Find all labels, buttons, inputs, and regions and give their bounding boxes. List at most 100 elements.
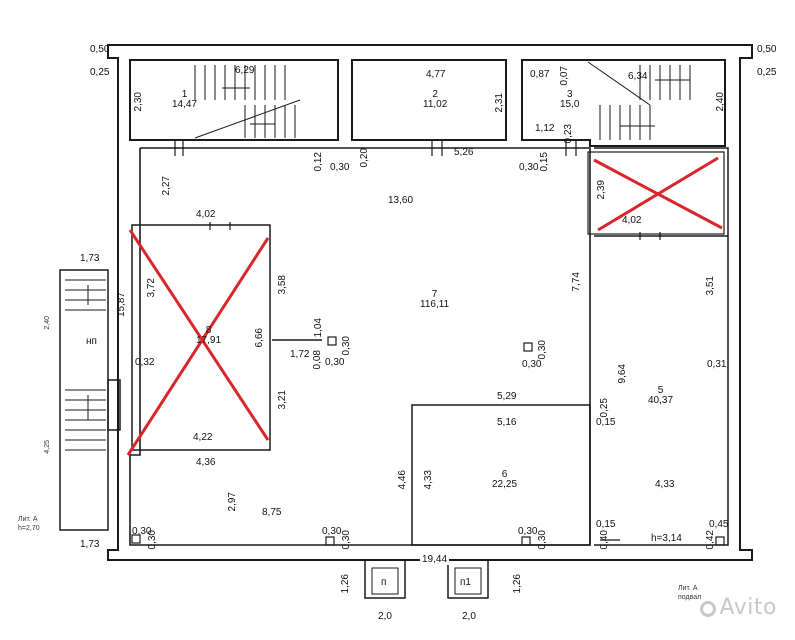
cross-line bbox=[128, 229, 270, 441]
dim-label: 6,34 bbox=[628, 71, 648, 82]
dim-label: 0,30 bbox=[147, 530, 158, 550]
avito-logo-icon bbox=[699, 601, 716, 617]
dim-label: 4,33 bbox=[423, 470, 434, 490]
dim-label: 7,74 bbox=[571, 272, 582, 292]
column bbox=[715, 536, 725, 546]
dim-label: 3,21 bbox=[277, 390, 288, 410]
dim-label: 0,25 bbox=[599, 398, 610, 418]
dim-label: h=3,14 bbox=[651, 533, 682, 544]
dim-label: 0,31 bbox=[707, 359, 727, 370]
room-2-outline bbox=[351, 59, 507, 141]
dim-label: 0,30 bbox=[519, 162, 539, 173]
dim-label: 15,87 bbox=[116, 292, 127, 318]
outer-wall bbox=[107, 44, 753, 561]
dim-label: 5,29 bbox=[497, 391, 517, 402]
dim-label: 0,87 bbox=[530, 69, 550, 80]
dim-label: 3,72 bbox=[146, 278, 157, 298]
dim-label: 2,40 bbox=[715, 92, 726, 112]
dim-label: 0,23 bbox=[563, 124, 574, 144]
column bbox=[523, 342, 533, 352]
dim-label: 0,45 bbox=[709, 519, 729, 530]
dim-label: 0,25 bbox=[757, 67, 777, 78]
dim-label: 8,75 bbox=[262, 507, 282, 518]
dim-label: 2,39 bbox=[596, 180, 607, 200]
dim-label: 2,97 bbox=[227, 492, 238, 512]
room-3-number: 3 bbox=[566, 89, 573, 100]
dim-label: 0,07 bbox=[559, 66, 570, 86]
dim-label: 1,26 bbox=[340, 574, 351, 594]
room-7-number: 7 bbox=[431, 289, 438, 300]
lit-label-left: Лит. А bbox=[18, 516, 38, 523]
lit-label-right: Лит. А bbox=[678, 585, 698, 592]
dim-label: 0,15 bbox=[596, 519, 616, 530]
dim-label: 0,15 bbox=[539, 152, 550, 172]
avito-watermark: Avito bbox=[699, 595, 777, 620]
dim-label: 1,72 bbox=[290, 349, 310, 360]
room-5-number: 5 bbox=[657, 385, 664, 396]
dim-label: 5,26 bbox=[454, 147, 474, 158]
dim-label: 4,02 bbox=[622, 215, 642, 226]
room-6-area: 22,25 bbox=[492, 479, 518, 490]
dim-label: 0,30 bbox=[325, 357, 345, 368]
dim-label: 4,33 bbox=[655, 479, 675, 490]
porch-p1 bbox=[447, 559, 489, 599]
main-hall-outline bbox=[129, 147, 591, 546]
room-8-number: 8 bbox=[205, 325, 212, 336]
room-3-outline bbox=[521, 59, 726, 147]
room-2-number: 2 bbox=[432, 89, 438, 100]
lit-label-right-sub: подвал bbox=[678, 594, 702, 601]
column bbox=[325, 536, 335, 546]
room-5-area: 40,37 bbox=[648, 395, 674, 406]
porch-p-label: п bbox=[381, 577, 387, 588]
dim-label: 0,12 bbox=[313, 152, 324, 172]
cross-line bbox=[126, 237, 270, 456]
dim-label: 0,30 bbox=[132, 526, 152, 537]
dim-label: 0,30 bbox=[537, 340, 548, 360]
dim-label: 0,30 bbox=[330, 162, 350, 173]
dim-label: 2,27 bbox=[161, 176, 172, 196]
porch-np-label: нп bbox=[86, 336, 97, 347]
lit-label-left-height: h=2,70 bbox=[18, 525, 40, 532]
dim-label: 4,22 bbox=[193, 432, 213, 443]
dim-label: 0,30 bbox=[522, 359, 542, 370]
dim-label: 2,30 bbox=[133, 92, 144, 112]
dim-label: 0,30 bbox=[341, 336, 352, 356]
dim-label: 1,73 bbox=[80, 539, 100, 550]
dim-label: 4,25 bbox=[44, 440, 51, 454]
dim-label: 2,0 bbox=[462, 611, 476, 622]
column bbox=[327, 336, 337, 346]
dim-label: 4,77 bbox=[426, 69, 446, 80]
room-1-number: 1 bbox=[181, 89, 188, 100]
porch-p1-label: п1 bbox=[460, 577, 471, 588]
dim-label: 1,04 bbox=[313, 318, 324, 338]
watermark-text: Avito bbox=[719, 595, 777, 620]
dim-label: 0,50 bbox=[757, 44, 777, 55]
dim-label: 3,51 bbox=[705, 276, 716, 296]
porch-p bbox=[364, 559, 406, 599]
dim-label: 0,40 bbox=[599, 530, 610, 550]
dim-label: 0,25 bbox=[90, 67, 110, 78]
dim-label: 0,50 bbox=[90, 44, 110, 55]
dim-label: 13,60 bbox=[388, 195, 414, 206]
dim-label: 0,30 bbox=[537, 530, 548, 550]
dim-label: 4,36 bbox=[196, 457, 216, 468]
dim-label: 5,16 bbox=[497, 417, 517, 428]
dim-label: 9,64 bbox=[617, 364, 628, 384]
column bbox=[131, 534, 141, 544]
dim-label: 0,42 bbox=[705, 530, 716, 550]
cross-line bbox=[593, 158, 723, 230]
dim-label: 0,30 bbox=[322, 526, 342, 537]
dim-label: 0,30 bbox=[341, 530, 352, 550]
room-2-area: 11,02 bbox=[423, 99, 448, 110]
dim-label: 2,31 bbox=[494, 93, 505, 113]
dim-label: 6,29 bbox=[235, 65, 255, 76]
dim-label: 3,58 bbox=[277, 275, 288, 295]
room-3-area: 15,0 bbox=[560, 99, 580, 110]
dim-label: 4,46 bbox=[397, 470, 408, 490]
